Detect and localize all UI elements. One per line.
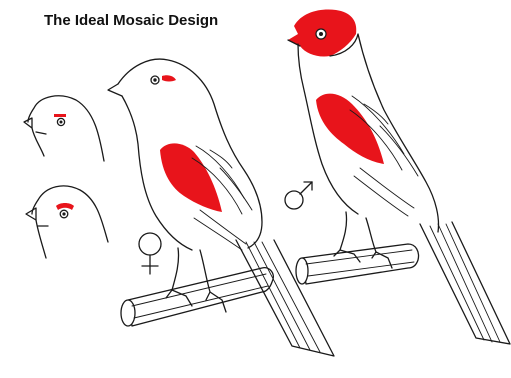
head-detail-bottom [26,186,108,258]
eye-mark-female [162,75,176,81]
female-bird [108,59,334,356]
male-symbol [285,182,312,209]
eyebrow-mark-bottom [56,203,74,210]
perch-male [296,244,419,284]
perch-female [121,268,273,326]
male-bird [285,10,510,344]
female-symbol [139,233,161,274]
wing-patch-female [160,143,222,212]
wing-patch-male [316,94,384,164]
head-detail-top [24,96,104,161]
eyebrow-mark-top [54,114,66,117]
